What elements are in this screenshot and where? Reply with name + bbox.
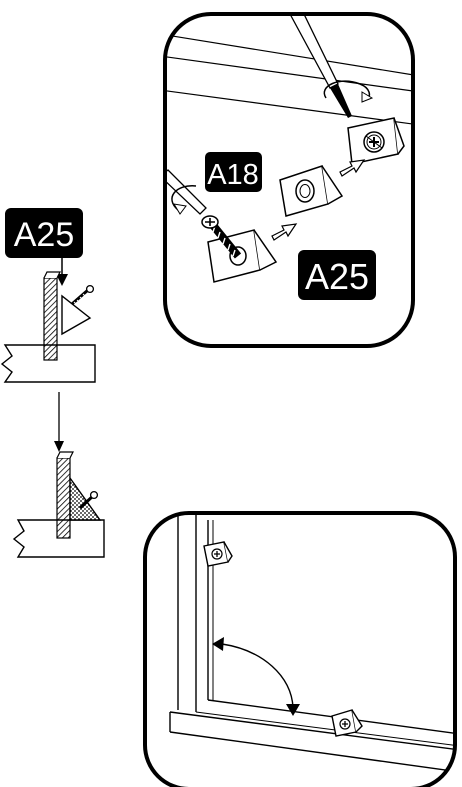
detail-frame	[163, 12, 415, 348]
direction-arrow-icon	[339, 159, 366, 177]
step1-cross-section	[0, 271, 96, 383]
mounted-bracket	[347, 117, 405, 165]
screw-label: A18	[207, 159, 259, 191]
step-sequence-arrow	[54, 392, 64, 452]
screwdriver-icon	[289, 14, 374, 118]
left-part-tag: A25	[5, 208, 83, 258]
rotate-arrow-icon	[323, 80, 371, 101]
base-board	[0, 344, 96, 383]
bracket-with-hole	[279, 165, 344, 217]
detail-frame	[143, 511, 457, 787]
screw-icon	[201, 215, 242, 259]
corner-bracket	[331, 709, 363, 737]
side-panel	[56, 457, 71, 539]
bracket-tag: A25	[298, 250, 376, 300]
corner-bracket	[61, 294, 92, 336]
direction-arrow-icon	[271, 223, 298, 241]
detail-panel-top: A18 A25	[163, 12, 415, 348]
screw-icon	[71, 284, 95, 306]
right-angle-arrow-icon	[212, 637, 300, 716]
screw-icon	[78, 490, 99, 510]
corner-bracket	[203, 541, 233, 567]
detail-panel-bottom	[143, 511, 457, 787]
side-panel	[43, 277, 58, 361]
step2-cross-section	[12, 451, 105, 558]
screw-tag: A18	[205, 152, 262, 192]
bracket-label: A25	[305, 256, 369, 297]
corner-bracket	[69, 475, 102, 521]
left-part-label: A25	[14, 216, 75, 254]
